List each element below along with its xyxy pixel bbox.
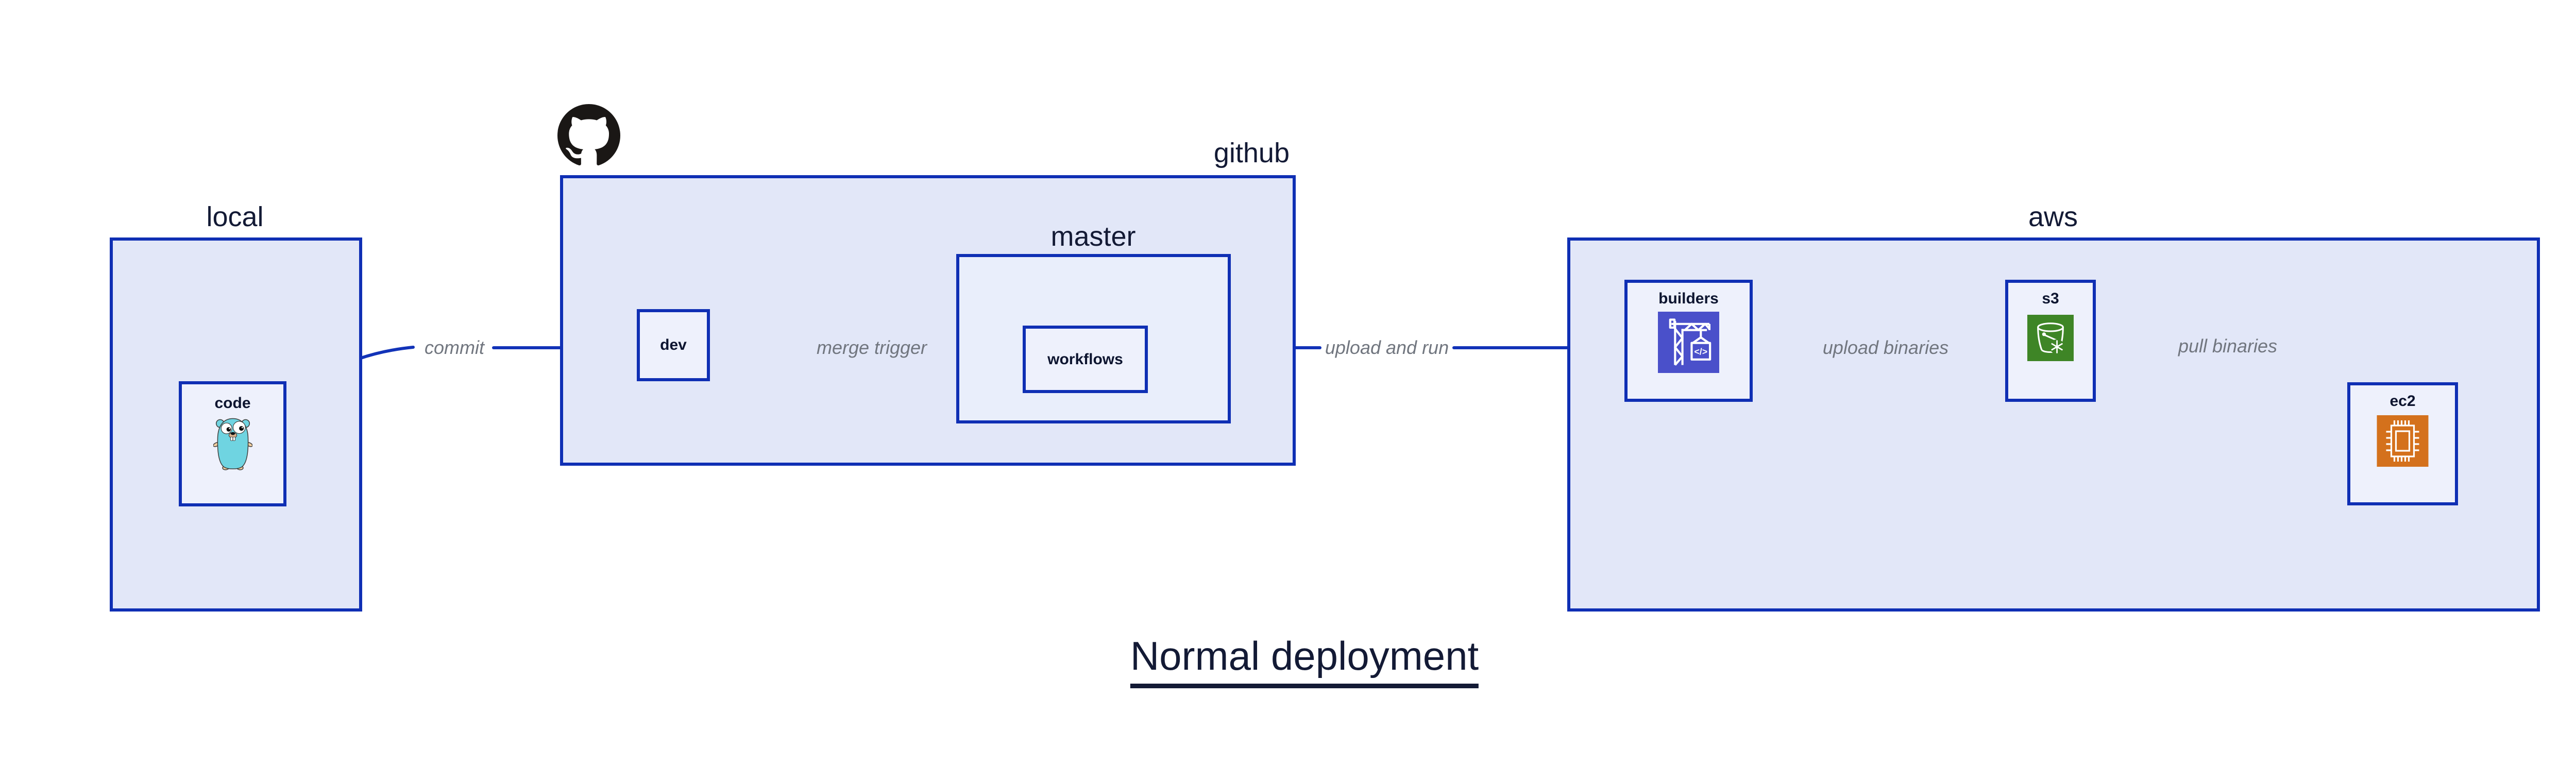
node-code: code [179, 381, 286, 506]
edge-label-pull-binaries: pull binaries [2178, 335, 2278, 356]
svg-text:</>: </> [1694, 346, 1707, 356]
node-label-workflows: workflows [1047, 350, 1123, 368]
octocat-icon [557, 104, 620, 165]
node-label-ec2: ec2 [2389, 393, 2416, 410]
node-label-dev: dev [660, 336, 687, 353]
ec2-chip-icon [2377, 415, 2429, 467]
group-label-master: master [1050, 221, 1136, 252]
edge-label-merge-trigger: merge trigger [816, 337, 927, 358]
node-workflows: workflows [1023, 326, 1148, 393]
node-builders: builders </> [1624, 280, 1753, 402]
edge-label-upload-binaries: upload binaries [1822, 337, 1949, 358]
group-label-aws: aws [2028, 201, 2078, 232]
go-gopher-icon [213, 418, 252, 470]
edge-label-upload-and-run: upload and run [1325, 337, 1449, 358]
edge-label-commit: commit [425, 337, 484, 358]
diagram-title: Normal deployment [1130, 633, 1479, 688]
node-label-s3: s3 [2042, 290, 2059, 307]
s3-bucket-icon [2027, 315, 2074, 361]
codebuild-crane-icon: </> [1658, 312, 1719, 373]
group-box-local [110, 237, 362, 612]
node-ec2: ec2 [2347, 382, 2458, 505]
node-dev: dev [637, 309, 710, 381]
group-label-local: local [206, 201, 264, 232]
node-label-builders: builders [1658, 290, 1719, 307]
group-label-github: github [1213, 138, 1290, 168]
node-s3: s3 [2005, 280, 2096, 402]
node-label-code: code [214, 395, 251, 412]
